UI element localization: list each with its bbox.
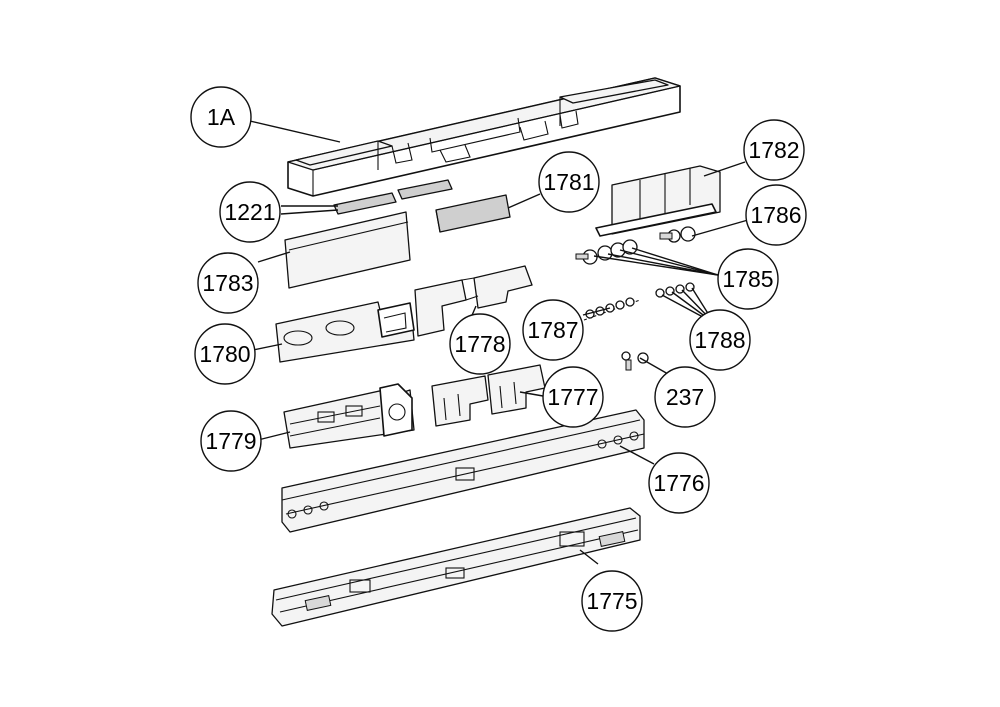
- callout-1a: 1A: [190, 86, 252, 148]
- callout-label: 1776: [653, 470, 704, 496]
- callout-label: 237: [666, 384, 704, 410]
- callout-1787: 1787: [522, 299, 584, 361]
- callout-1776: 1776: [648, 452, 710, 514]
- callout-1788: 1788: [689, 309, 751, 371]
- part-237-screws: [621, 351, 649, 371]
- callout-237: 237: [654, 366, 716, 428]
- callout-label: 1221: [224, 199, 275, 225]
- callout-1786: 1786: [745, 184, 807, 246]
- callout-label: 1786: [750, 202, 801, 228]
- part-1a-top-box: [287, 77, 681, 197]
- callout-label: 1783: [202, 270, 253, 296]
- callout-1782: 1782: [743, 119, 805, 181]
- callout-1775: 1775: [581, 570, 643, 632]
- part-1787-screws: [583, 297, 641, 321]
- part-1785-screws: [575, 239, 638, 265]
- callout-label: 1785: [722, 266, 773, 292]
- callout-1781: 1781: [538, 151, 600, 213]
- part-1788-screws: [655, 282, 695, 298]
- callout-label: 1782: [748, 137, 799, 163]
- callout-label: 1777: [547, 384, 598, 410]
- part-1786-bolts: [659, 226, 696, 243]
- callout-label: 1787: [527, 317, 578, 343]
- part-1781-block: [435, 194, 511, 233]
- callout-1777: 1777: [542, 366, 604, 428]
- part-1779-slide-plate: [283, 383, 415, 449]
- part-1775-bottom-rail: [271, 507, 641, 627]
- part-1782-end-piece: [595, 165, 721, 237]
- callout-1780: 1780: [194, 323, 256, 385]
- callout-1785: 1785: [717, 248, 779, 310]
- part-1778-bracket: [414, 265, 533, 337]
- callout-label: 1A: [207, 104, 236, 130]
- part-1783-plate: [284, 211, 411, 289]
- part-1780-slide-plate: [275, 301, 415, 363]
- callout-label: 1778: [454, 331, 505, 357]
- callout-label: 1788: [694, 327, 745, 353]
- callout-label: 1775: [586, 588, 637, 614]
- callout-1779: 1779: [200, 410, 262, 472]
- callout-label: 1779: [205, 428, 256, 454]
- callout-label: 1781: [543, 169, 594, 195]
- part-1776-rail: [281, 409, 645, 533]
- callout-1783: 1783: [197, 252, 259, 314]
- callout-label: 1780: [199, 341, 250, 367]
- part-1777-clips: [431, 364, 546, 427]
- callout-1221: 1221: [219, 181, 281, 243]
- callout-1778: 1778: [449, 313, 511, 375]
- part-1221-pads: [333, 179, 453, 215]
